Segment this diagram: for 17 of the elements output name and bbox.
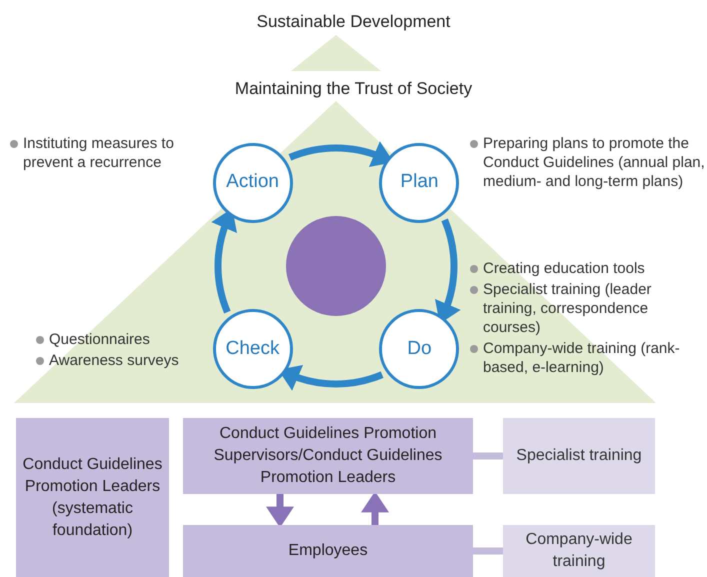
bullet-text: Preparing plans to promote the Conduct Guidelines (annual plan, medium- and long-term plans)	[483, 134, 706, 191]
apex-label: Sustainable Development	[256, 11, 450, 33]
training-box: Specialist training	[503, 418, 655, 494]
bullet-text: Awareness surveys	[49, 351, 179, 370]
role-box: Conduct Guidelines Promotion Supervisors/Conduct Guidelines Promotion Leaders	[183, 418, 473, 494]
bullet-text: Instituting measures to prevent a recurrence	[23, 134, 175, 172]
tier-label: Maintaining the Trust of Society	[234, 78, 472, 100]
training-box: Company-wide training	[503, 525, 655, 577]
bullet-text: Creating education tools	[483, 259, 645, 278]
bullet-text: Specialist training (leader training, correspondence courses)	[483, 280, 652, 337]
connector-line	[473, 452, 503, 460]
bullet-text: Company-wide training (rank-based, e-learning)	[483, 339, 681, 377]
role-box: Conduct Guidelines Promotion Leaders (systematic foundation)	[16, 418, 169, 577]
role-box: Employees	[183, 525, 473, 577]
bullet-text: Questionnaires	[49, 330, 150, 349]
connector-line	[473, 548, 503, 554]
arrow	[266, 494, 294, 528]
